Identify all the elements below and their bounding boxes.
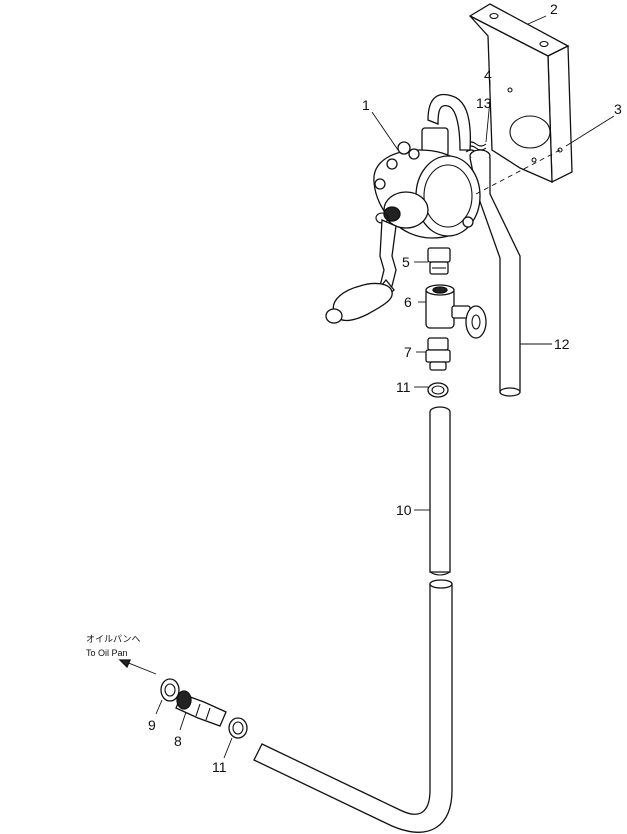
- tee-valve: [425, 284, 487, 339]
- hose-barb: [175, 690, 227, 727]
- callout-1: 1: [362, 97, 370, 113]
- callout-7: 7: [404, 344, 412, 360]
- washer: [160, 678, 180, 702]
- hose-clamp-lower: [228, 717, 248, 739]
- oil-pan-arrow: [118, 659, 157, 675]
- callout-11-upper: 11: [396, 379, 411, 395]
- callout-13: 13: [476, 95, 492, 111]
- note-japanese: オイルパンへ: [86, 634, 140, 644]
- callout-10: 10: [396, 502, 412, 518]
- callout-12: 12: [554, 336, 570, 352]
- mounting-bracket: [468, 3, 573, 184]
- nipple: [427, 247, 451, 275]
- callout-9: 9: [148, 717, 156, 733]
- suction-tube: [469, 149, 521, 397]
- callout-8: 8: [174, 733, 182, 749]
- hose-clamp-upper: [427, 382, 449, 398]
- callout-6: 6: [404, 294, 412, 310]
- callout-11-lower: 11: [212, 759, 227, 775]
- connector: [425, 337, 451, 371]
- note-to-oil-pan: To Oil Pan: [86, 648, 128, 658]
- callout-2: 2: [550, 1, 558, 17]
- hose: [253, 406, 453, 833]
- leader-lines: [155, 15, 615, 759]
- mounting-guide-line: [475, 149, 561, 195]
- hand-pump: [325, 93, 481, 324]
- callout-5: 5: [402, 254, 410, 270]
- callout-3: 3: [614, 101, 622, 117]
- callout-4: 4: [484, 67, 492, 83]
